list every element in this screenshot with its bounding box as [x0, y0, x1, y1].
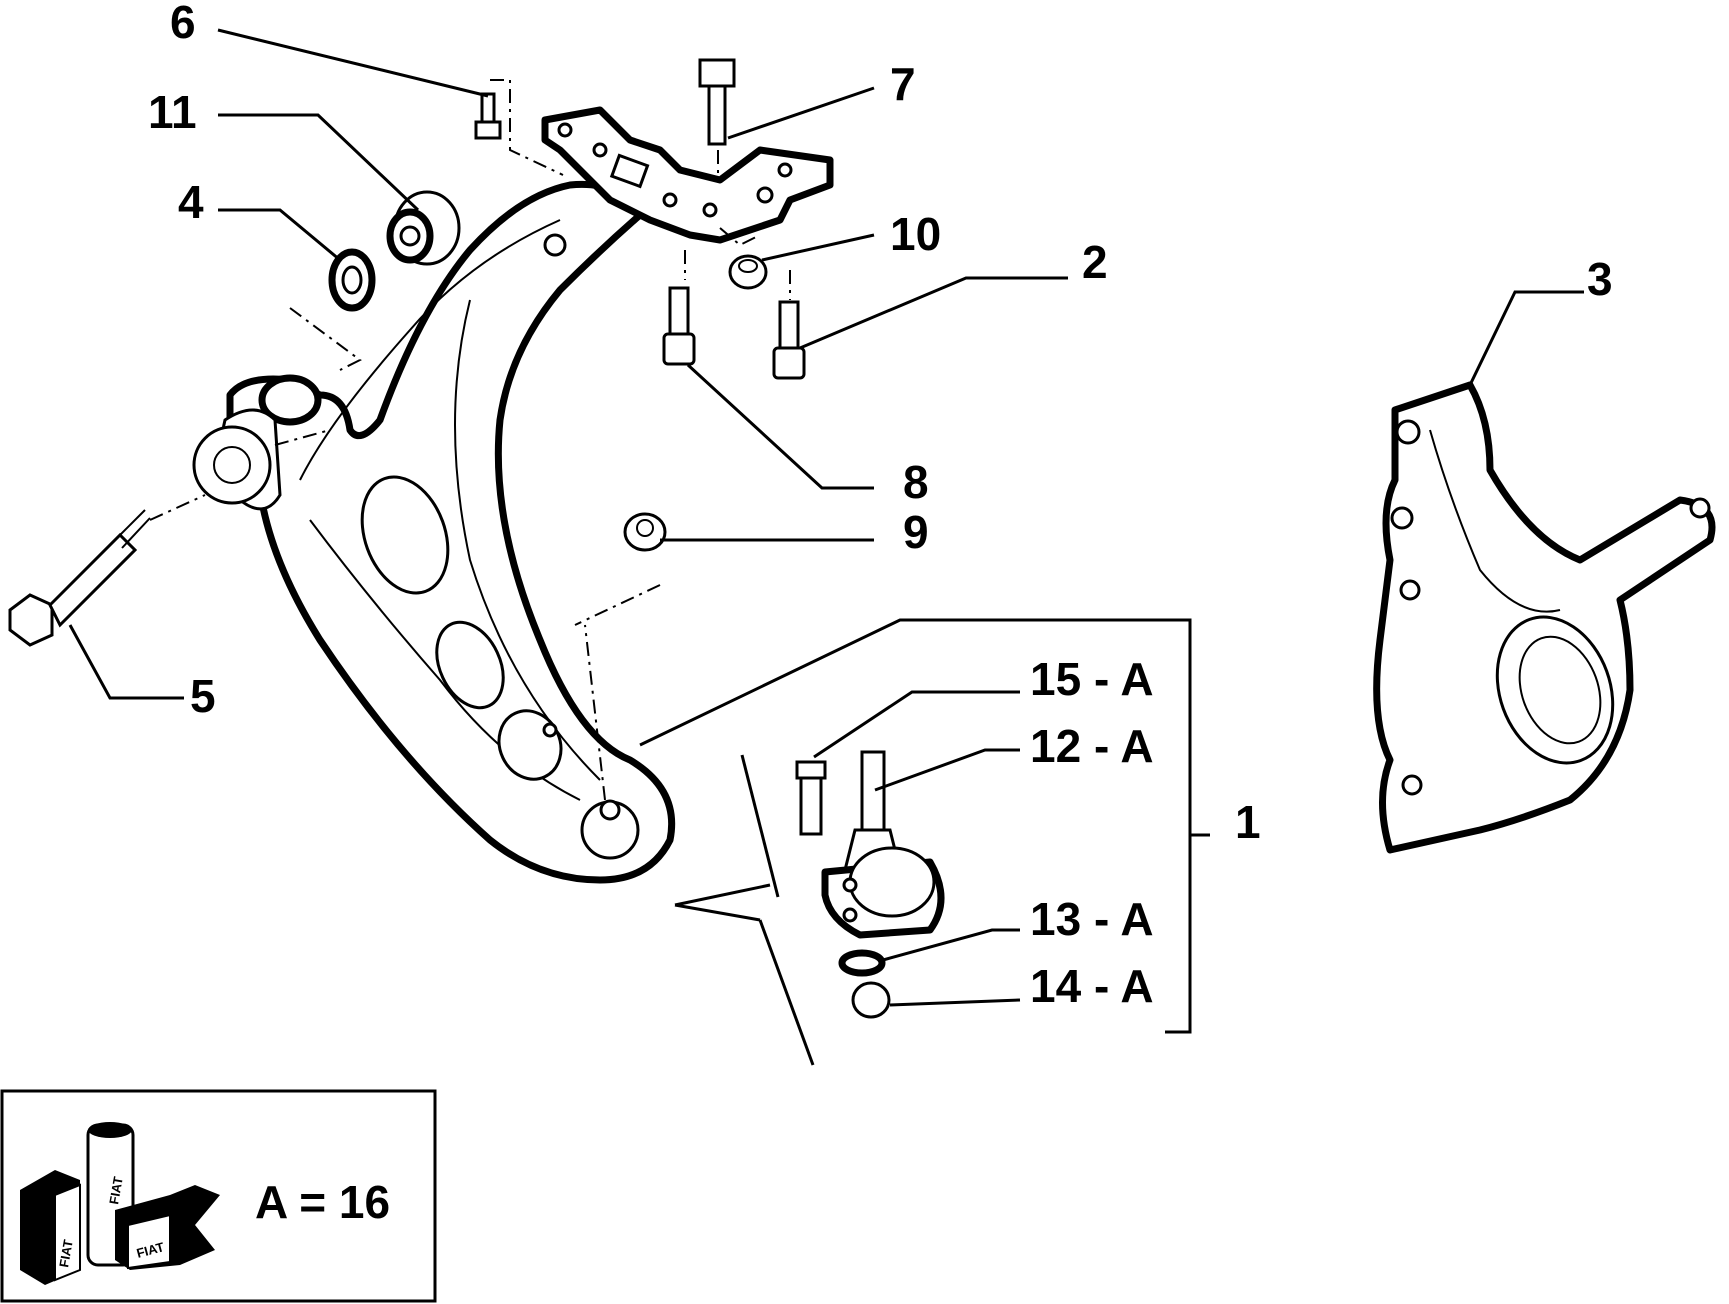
- callout-11: 11: [148, 86, 197, 138]
- callout-10: 10: [890, 208, 941, 260]
- callout-4: 4: [178, 176, 204, 228]
- assembly-lines: [149, 79, 791, 626]
- kit-brand-2: FIAT: [106, 1175, 126, 1205]
- callout-2: 2: [1082, 236, 1108, 288]
- kit-brand-3: FIAT: [135, 1239, 166, 1261]
- callout-12-a: 12 - A: [1030, 720, 1154, 772]
- bolt-2: [772, 300, 806, 380]
- callout-3: 3: [1587, 253, 1613, 305]
- nut-11: [386, 190, 461, 266]
- control-arm: [192, 180, 676, 884]
- leader-lines: [68, 28, 1584, 1034]
- callout-8: 8: [903, 456, 929, 508]
- callout-5: 5: [190, 670, 216, 722]
- ball-joint-group: [674, 750, 945, 1066]
- callout-15-a: 15 - A: [1030, 653, 1154, 705]
- kit-icon: FIAT FIAT FIAT: [20, 1122, 220, 1285]
- bolt-5: [8, 509, 151, 647]
- nut-9: [623, 512, 667, 552]
- bolt-7: [698, 58, 736, 146]
- nut-10: [728, 254, 768, 290]
- washer-4: [328, 248, 376, 312]
- kit-brand-1: FIAT: [56, 1238, 76, 1268]
- callout-labels: 6 7 11 4 10 2 3 8 9 5 15 - A 12 - A 1 13…: [148, 0, 1613, 1012]
- bolt-8: [662, 286, 696, 366]
- bolt-6: [474, 92, 502, 140]
- kit-legend: FIAT FIAT FIAT A = 16: [0, 1089, 437, 1303]
- callout-7: 7: [890, 58, 916, 110]
- callout-1: 1: [1235, 796, 1261, 848]
- kit-quantity-label: A = 16: [255, 1176, 390, 1228]
- callout-14-a: 14 - A: [1030, 960, 1154, 1012]
- callout-13-a: 13 - A: [1030, 893, 1154, 945]
- callout-9: 9: [903, 506, 929, 558]
- mounting-bracket: [541, 106, 834, 244]
- callout-6: 6: [170, 0, 196, 48]
- steering-knuckle: [1373, 381, 1716, 854]
